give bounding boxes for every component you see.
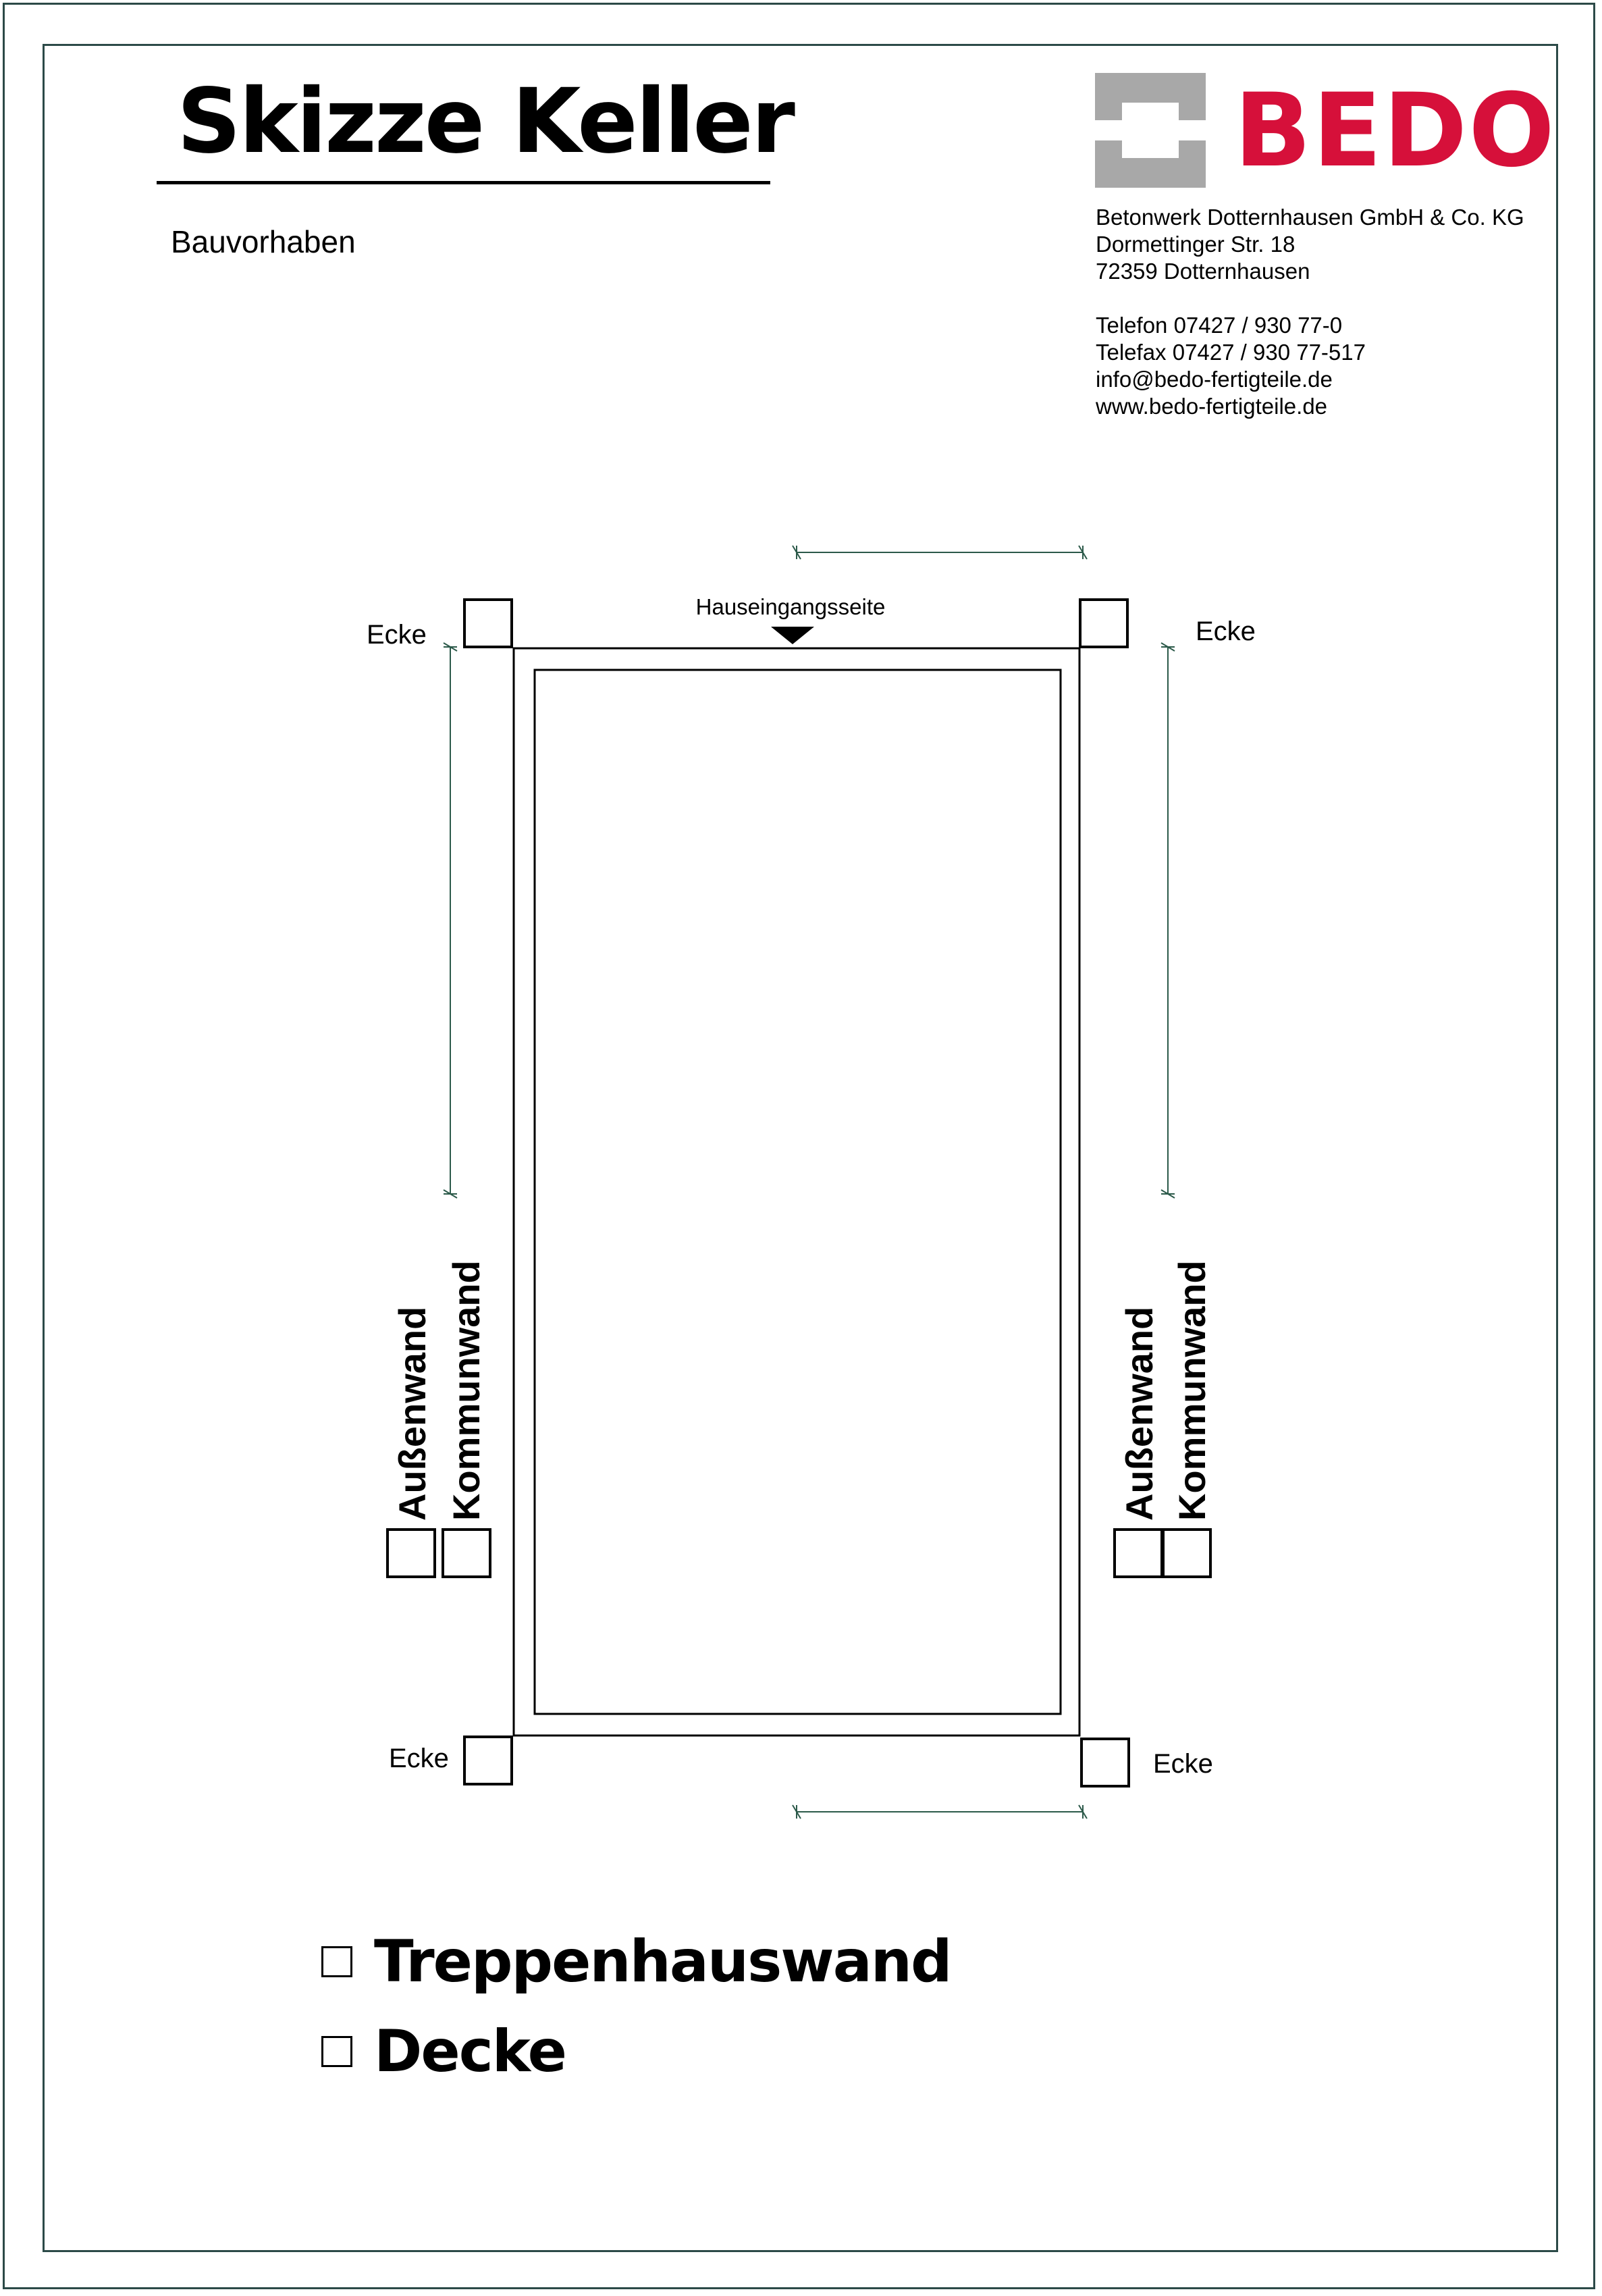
corner-box-bottom-right[interactable] bbox=[1080, 1738, 1130, 1788]
project-label: Bauvorhaben bbox=[171, 224, 356, 259]
entrance-arrow-icon bbox=[771, 627, 814, 644]
dimension-line-left bbox=[443, 642, 458, 1199]
corner-box-top-left[interactable] bbox=[463, 598, 513, 648]
inner-frame bbox=[43, 44, 1558, 2252]
company-phone: Telefon 07427 / 930 77-0 bbox=[1096, 313, 1343, 338]
bedo-logo-icon bbox=[1095, 73, 1206, 188]
corner-label-top-right: Ecke bbox=[1196, 617, 1256, 646]
corner-box-bottom-left[interactable] bbox=[463, 1736, 513, 1785]
page-title: Skizze Keller bbox=[177, 70, 795, 174]
company-name: Betonwerk Dotternhausen GmbH & Co. KG bbox=[1096, 205, 1524, 230]
checkbox-decke[interactable] bbox=[321, 2036, 352, 2067]
dimension-line-top bbox=[792, 545, 1088, 560]
checkbox-right-kommunwand[interactable] bbox=[1162, 1528, 1212, 1578]
company-fax: Telefax 07427 / 930 77-517 bbox=[1096, 340, 1366, 365]
legend-item-decke[interactable]: Decke bbox=[321, 2014, 567, 2089]
dimension-line-right bbox=[1160, 642, 1175, 1199]
label-right-kommunwand: Kommunwand bbox=[1171, 1260, 1213, 1521]
corner-label-bottom-left: Ecke bbox=[389, 1744, 449, 1773]
company-address: Betonwerk Dotternhausen GmbH & Co. KG Do… bbox=[1096, 204, 1524, 420]
entrance-label: Hauseingangsseite bbox=[696, 594, 886, 619]
company-city: 72359 Dotternhausen bbox=[1096, 259, 1310, 284]
bedo-logo-text: BEDO bbox=[1234, 72, 1556, 190]
legend-label-decke: Decke bbox=[374, 2018, 567, 2085]
checkbox-right-aussenwand[interactable] bbox=[1113, 1528, 1163, 1578]
label-left-aussenwand: Außenwand bbox=[391, 1307, 433, 1521]
title-underline bbox=[157, 181, 770, 184]
corner-label-top-left: Ecke bbox=[367, 620, 427, 650]
checkbox-treppenhauswand[interactable] bbox=[321, 1946, 352, 1977]
company-street: Dormettinger Str. 18 bbox=[1096, 232, 1296, 257]
building-outer-wall bbox=[512, 647, 1081, 1737]
checkbox-left-aussenwand[interactable] bbox=[386, 1528, 436, 1578]
company-website: www.bedo-fertigteile.de bbox=[1096, 394, 1328, 419]
corner-box-top-right[interactable] bbox=[1079, 598, 1129, 648]
outer-frame bbox=[3, 3, 1595, 2289]
label-left-kommunwand: Kommunwand bbox=[445, 1260, 487, 1521]
checkbox-left-kommunwand[interactable] bbox=[442, 1528, 491, 1578]
building-inner-wall bbox=[533, 669, 1062, 1715]
label-right-aussenwand: Außenwand bbox=[1118, 1307, 1160, 1521]
dimension-line-bottom bbox=[792, 1804, 1088, 1819]
corner-label-bottom-right: Ecke bbox=[1153, 1749, 1213, 1779]
company-email: info@bedo-fertigteile.de bbox=[1096, 367, 1333, 392]
legend-label-treppenhauswand: Treppenhauswand bbox=[374, 1928, 953, 1995]
legend-item-treppenhauswand[interactable]: Treppenhauswand bbox=[321, 1925, 953, 1999]
